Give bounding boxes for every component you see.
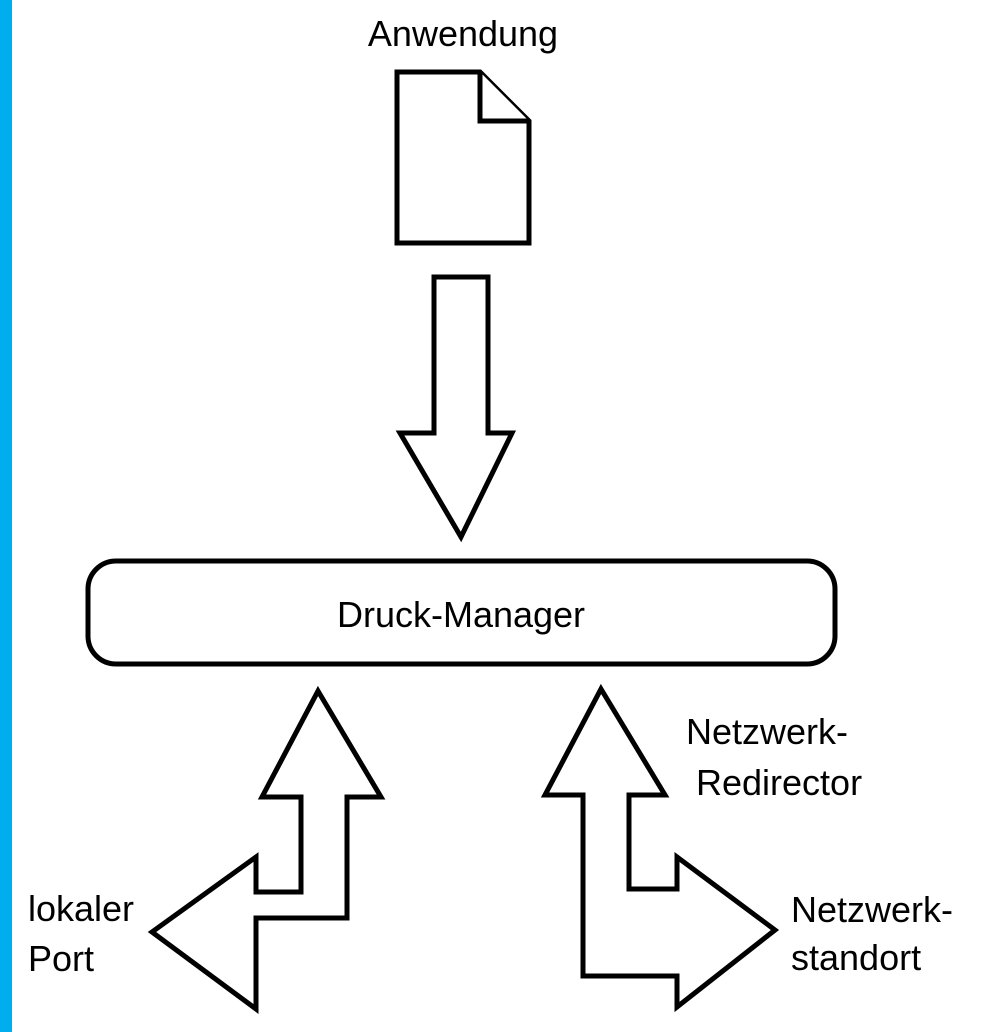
network-arrow [540,683,780,1013]
print-manager-box [85,558,838,667]
network-redirector-label-line2: Redirector [696,762,862,803]
down-arrow [395,274,517,543]
print-manager-label: Druck-Manager [337,594,585,635]
local-port-label-line1: lokaler [28,888,134,929]
application-label: Anwendung [368,13,558,54]
local-port-label-line2: Port [28,938,94,979]
local-port-arrow [147,685,386,1014]
network-redirector-label-line1: Netzwerk- [686,711,848,752]
network-location-label-line2: standort [791,937,921,978]
left-accent-bar [0,0,12,1032]
network-location-label-line1: Netzwerk- [791,889,953,930]
document-icon [394,69,532,246]
